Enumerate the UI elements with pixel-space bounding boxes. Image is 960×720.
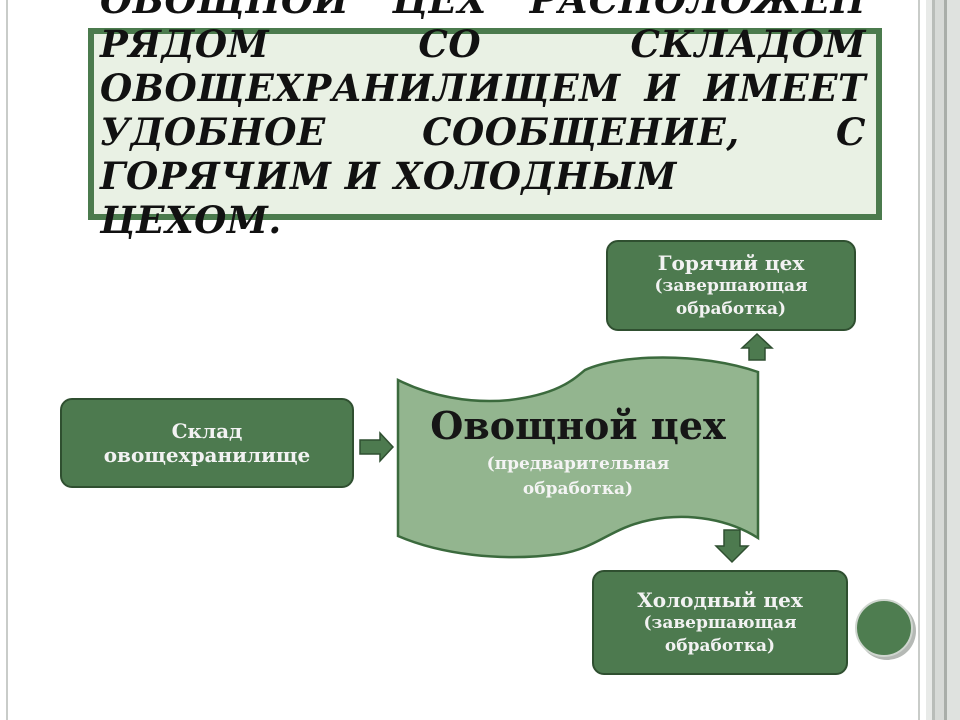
frame-right-line	[918, 0, 920, 720]
node-hot-line2: обработка)	[675, 298, 787, 319]
node-hot-title: Горячий цех	[657, 250, 805, 275]
node-storage-line1: Склад	[171, 419, 243, 443]
side-decoration	[926, 0, 960, 720]
title-line: ГОРЯЧИМ И ХОЛОДНЫМ ЦЕХОМ.	[100, 154, 677, 242]
title-line: ОВОЩНОЙ ЦЕХ РАСПОЛОЖЕН	[100, 0, 866, 22]
title-line: УДОБНОЕ СООБЩЕНИЕ, С	[100, 110, 866, 154]
arrow-down-icon	[714, 529, 750, 564]
node-cold-line2: обработка)	[664, 635, 776, 656]
node-storage-line2: овощехранилище	[103, 443, 311, 467]
node-hot-shop: Горячий цех (завершающая обработка)	[606, 240, 856, 331]
title-line: РЯДОМ СО СКЛАДОМ	[100, 22, 866, 66]
arrow-up-icon	[740, 332, 774, 361]
node-storage: Склад овощехранилище	[60, 398, 354, 488]
slide-title: ОВОЩНОЙ ЦЕХ РАСПОЛОЖЕН РЯДОМ СО СКЛАДОМ …	[100, 0, 866, 242]
title-line: ОВОЩЕХРАНИЛИЩЕМ И ИМЕЕТ	[100, 66, 866, 110]
node-center-title: Овощной цех	[430, 403, 726, 448]
arrow-right-icon	[359, 431, 395, 463]
center-document-shape	[396, 356, 760, 559]
node-center-line2: обработка)	[522, 479, 634, 499]
circle-nav-button[interactable]	[855, 599, 913, 657]
frame-left-line	[6, 0, 8, 720]
node-cold-shop: Холодный цех (завершающая обработка)	[592, 570, 848, 675]
node-hot-line1: (завершающая	[654, 275, 808, 296]
node-center-line1: (предварительная	[486, 454, 670, 474]
node-center: Овощной цех (предварительная обработка)	[398, 400, 758, 502]
node-cold-title: Холодный цех	[637, 587, 803, 612]
title-box	[88, 28, 882, 220]
node-cold-line1: (завершающая	[643, 612, 797, 633]
